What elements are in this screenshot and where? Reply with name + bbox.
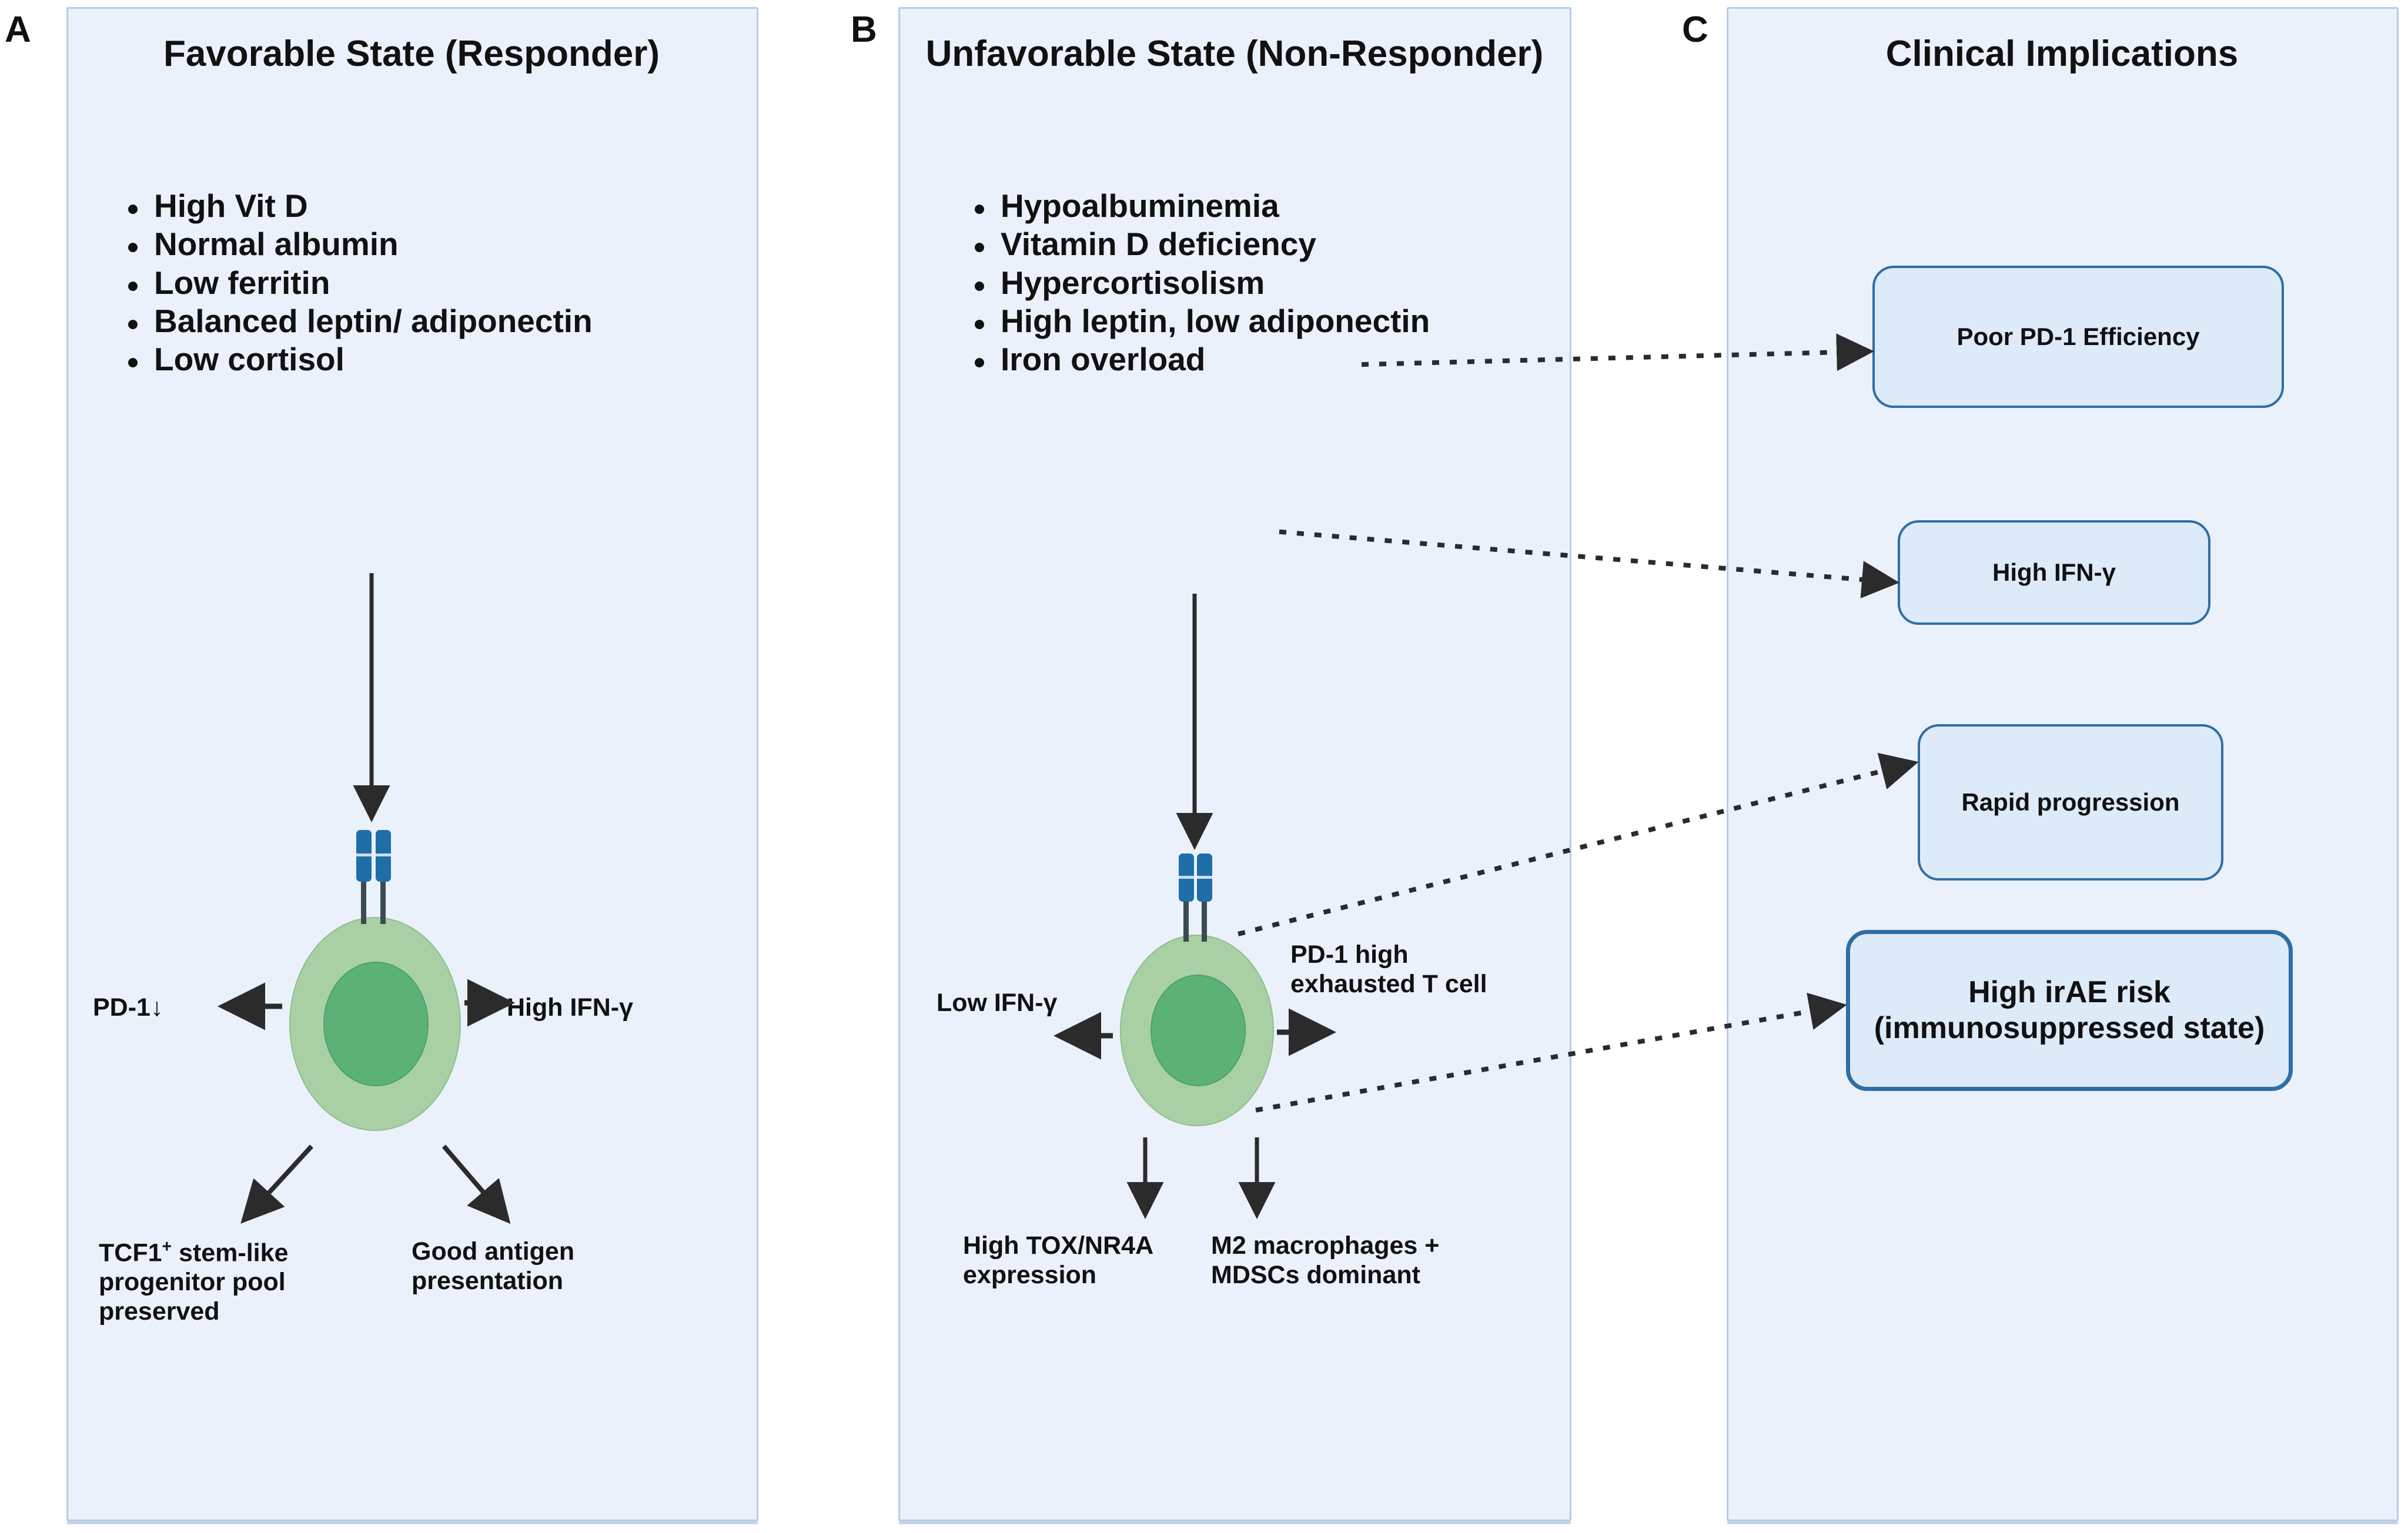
receptor-head	[376, 830, 391, 882]
panel-a-title: Favorable State (Responder)	[163, 34, 660, 74]
panel-c-title: Clinical Implications	[1885, 34, 2239, 74]
t-cell-icon	[289, 917, 461, 1131]
list-item: Balanced leptin/ adiponectin	[118, 303, 623, 339]
label-pd1-text: PD-1	[93, 993, 150, 1022]
receptor-head	[1197, 853, 1212, 902]
receptor-head	[1179, 853, 1194, 902]
list-item: Hypoalbuminemia	[964, 188, 1493, 224]
label-high-ifn-gamma: High IFN-γ	[507, 993, 633, 1022]
label-tcf1-stem-like: TCF1+ stem-like progenitor pool preserve…	[99, 1237, 316, 1327]
panel-b-bullet-list: Hypoalbuminemia Vitamin D deficiency Hyp…	[964, 188, 1493, 380]
label-high-tox-nr4a: High TOX/NR4A expression	[963, 1231, 1153, 1289]
tcf1-rest: stem-like progenitor pool preserved	[99, 1239, 289, 1326]
implication-box-rapid-progression[interactable]: Rapid progression	[1918, 724, 2223, 881]
panel-letter-a: A	[5, 9, 31, 50]
implication-box-high-irae-risk[interactable]: High irAE risk (immunosuppressed state)	[1846, 930, 2293, 1091]
implication-box-poor-pd1-efficiency[interactable]: Poor PD-1 Efficiency	[1872, 266, 2284, 408]
list-item: Hypercortisolism	[964, 265, 1493, 301]
label-good-antigen-presentation: Good antigen presentation	[412, 1237, 575, 1295]
list-item: High Vit D	[118, 188, 623, 224]
list-item: Normal albumin	[118, 226, 623, 262]
tcf1-prefix: TCF1	[99, 1239, 162, 1267]
panel-letter-b: B	[851, 9, 877, 50]
tcr-receptor-icon	[353, 830, 395, 924]
cell-nucleus	[323, 962, 429, 1086]
down-arrow-icon: ↓	[150, 993, 163, 1022]
list-item: Vitamin D deficiency	[964, 226, 1493, 262]
panel-a-favorable-state	[66, 7, 758, 1521]
label-pd1-high-exhausted-t-cell: PD-1 high exhausted T cell	[1290, 940, 1487, 998]
label-low-ifn-gamma: Low IFN-γ	[937, 989, 1058, 1017]
label-m2-macrophages-mdscs: M2 macrophages + MDSCs dominant	[1211, 1231, 1440, 1289]
tcf1-superscript: +	[162, 1237, 172, 1256]
exhausted-t-cell-icon	[1120, 935, 1274, 1126]
panel-letter-c: C	[1682, 9, 1708, 50]
list-item: Low ferritin	[118, 265, 623, 301]
cell-nucleus	[1151, 975, 1246, 1086]
list-item: High leptin, low adiponectin	[964, 303, 1493, 339]
label-pd1-low: PD-1↓	[93, 993, 240, 1023]
receptor-head	[356, 830, 372, 882]
panel-b-title: Unfavorable State (Non-Responder)	[925, 34, 1544, 74]
implication-box-high-ifn-gamma[interactable]: High IFN-γ	[1898, 520, 2210, 625]
panel-a-bullet-list: High Vit D Normal albumin Low ferritin B…	[118, 188, 623, 380]
list-item: Iron overload	[964, 341, 1493, 377]
tcr-receptor-icon	[1176, 853, 1216, 942]
list-item: Low cortisol	[118, 341, 623, 377]
